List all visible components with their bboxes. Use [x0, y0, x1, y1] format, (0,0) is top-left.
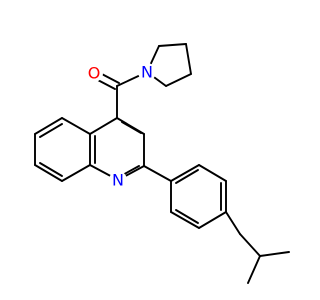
atom-layer: O N N — [85, 63, 156, 190]
bond — [89, 117, 118, 135]
bond — [158, 43, 187, 47]
atom-label-o: O — [88, 64, 101, 83]
double-bond — [175, 209, 199, 224]
double-bond — [121, 121, 142, 134]
bond — [185, 43, 192, 75]
oxygen-atom: O — [85, 64, 103, 83]
bond — [170, 164, 200, 182]
bond — [61, 117, 91, 135]
bond — [225, 211, 241, 235]
molecule-structure: O N N — [34, 43, 290, 284]
bond — [165, 73, 192, 87]
bond — [34, 117, 63, 135]
double-bond — [39, 123, 63, 138]
bond — [198, 164, 227, 182]
atom-label-n-quinoline: N — [112, 171, 124, 190]
bond — [239, 233, 261, 257]
pyrrolidine-nitrogen-atom: N — [138, 63, 156, 82]
bond — [34, 164, 63, 182]
bond-layer — [34, 43, 290, 284]
atom-label-n-amide: N — [141, 63, 153, 82]
bond — [198, 211, 227, 229]
bond — [259, 251, 290, 257]
double-bond — [175, 169, 199, 184]
bond — [170, 211, 200, 229]
bond — [247, 255, 261, 284]
quinoline-nitrogen-atom: N — [109, 171, 127, 190]
double-bond — [39, 162, 63, 177]
bond — [61, 164, 91, 182]
bond — [143, 165, 172, 182]
